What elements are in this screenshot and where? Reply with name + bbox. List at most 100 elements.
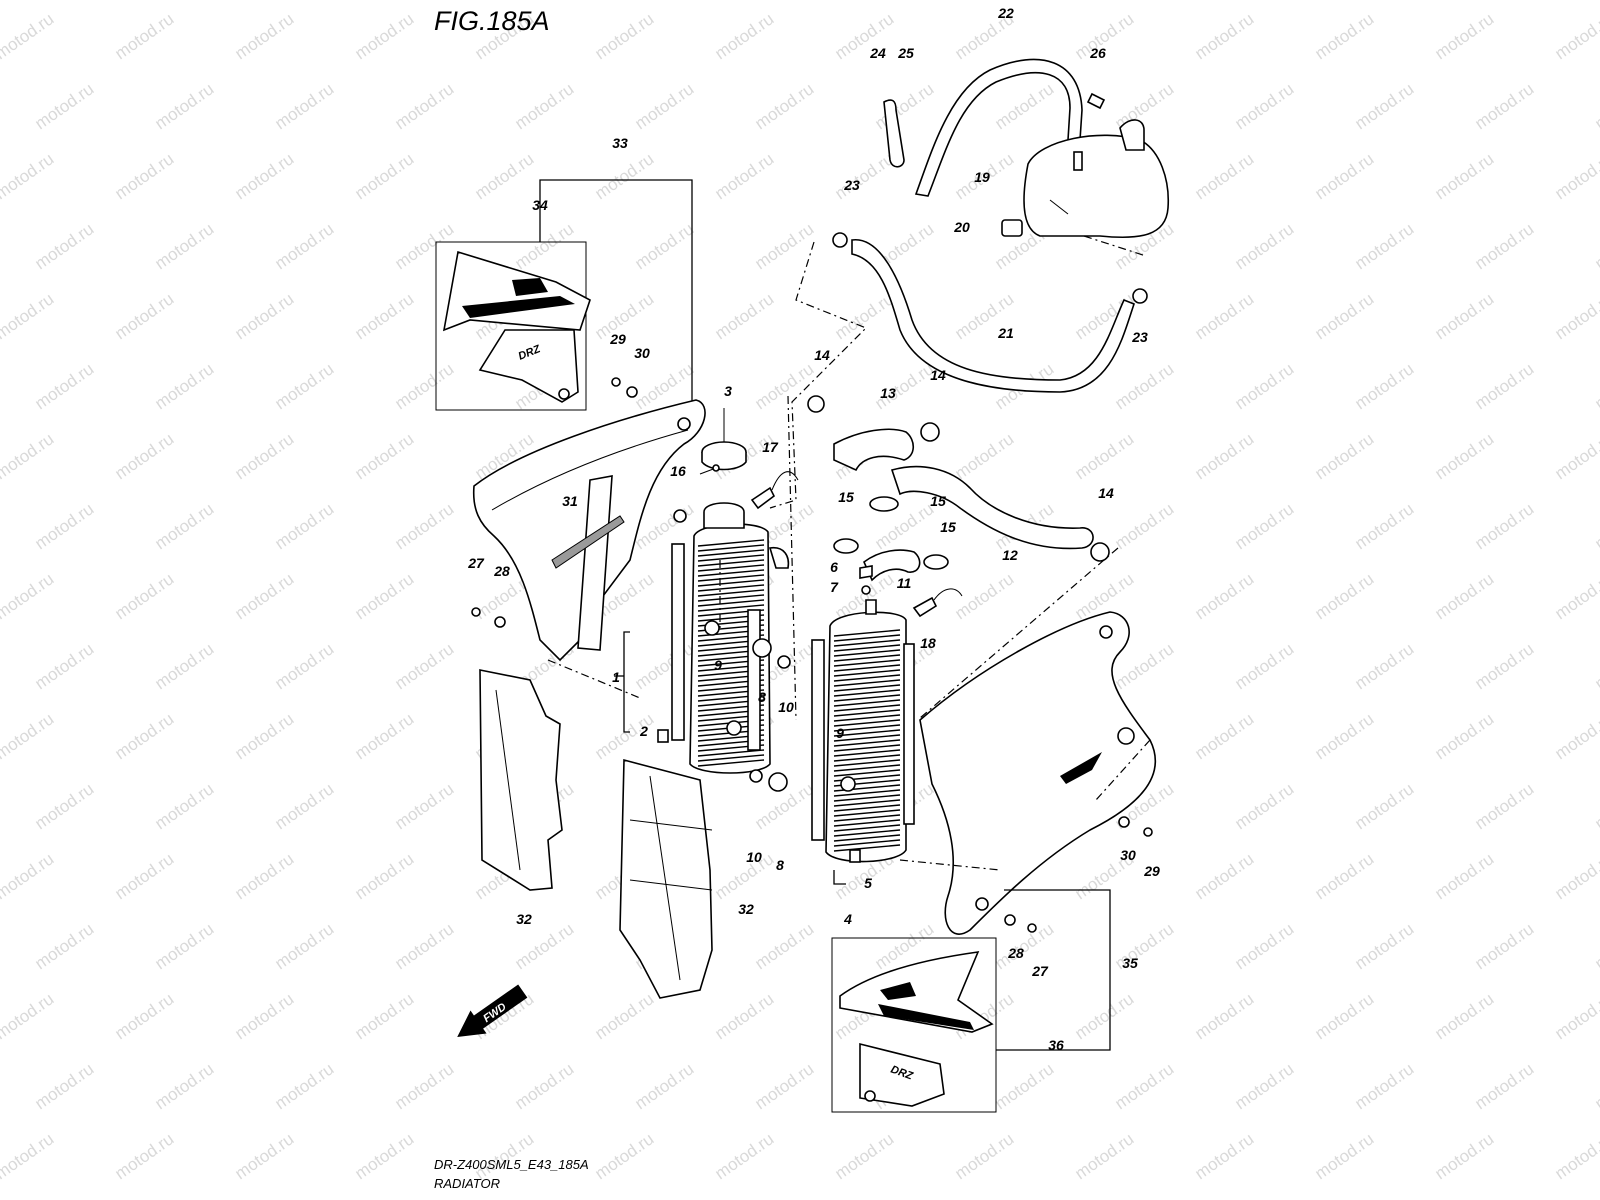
watermark-text: motod.ru (151, 1059, 217, 1113)
callout-c27b: 27 (1031, 963, 1049, 979)
watermark-text: motod.ru (1471, 79, 1537, 133)
watermark-text: motod.ru (1591, 919, 1600, 973)
watermark-text: motod.ru (1231, 79, 1297, 133)
watermark-text: motod.ru (1191, 849, 1257, 903)
radiator-fin (833, 809, 901, 817)
watermark-text: motod.ru (31, 359, 97, 413)
watermark-text: motod.ru (1591, 499, 1600, 553)
watermark-text: motod.ru (1431, 1129, 1497, 1183)
watermark-text: motod.ru (1231, 499, 1297, 553)
watermark-text: motod.ru (271, 779, 337, 833)
watermark-text: motod.ru (1431, 9, 1497, 63)
radiator-fin (833, 629, 901, 637)
watermark-text: motod.ru (1431, 989, 1497, 1043)
right-radiator (811, 599, 915, 863)
callout-c30a: 30 (634, 345, 650, 361)
leader-35 (996, 889, 1111, 1051)
figure-title: FIG.185A (434, 6, 550, 36)
callout-c12: 12 (1002, 547, 1018, 563)
watermark-text: motod.ru (1471, 1059, 1537, 1113)
callout-c18: 18 (920, 635, 936, 651)
watermark-text: motod.ru (1591, 79, 1600, 133)
right-radiator-shroud (919, 611, 1157, 935)
callout-c23a: 23 (843, 177, 860, 193)
watermark-text: motod.ru (271, 79, 337, 133)
watermark-text: motod.ru (511, 219, 577, 273)
watermark-text: motod.ru (151, 219, 217, 273)
callout-c13: 13 (880, 385, 896, 401)
watermark-text: motod.ru (0, 569, 57, 623)
radiator-fin (697, 604, 765, 612)
callout-c32a: 32 (516, 911, 532, 927)
watermark-text: motod.ru (391, 639, 457, 693)
callout-c34: 34 (532, 197, 548, 213)
lower-hose (890, 465, 1094, 550)
bypass-hose (863, 549, 921, 582)
radiator-fin (833, 799, 901, 807)
radiator-fin (833, 634, 901, 642)
radiator-fin (697, 539, 765, 547)
watermark-text: motod.ru (1071, 989, 1137, 1043)
watermark-text: motod.ru (1551, 709, 1600, 763)
watermark-text: motod.ru (1111, 1059, 1177, 1113)
watermark-text: motod.ru (1351, 499, 1417, 553)
callout-c25: 25 (897, 45, 914, 61)
radiator-fin (833, 729, 901, 737)
radiator-fin (833, 829, 901, 837)
callout-c8b: 8 (776, 857, 784, 873)
watermark-text: motod.ru (1351, 639, 1417, 693)
watermark-text: motod.ru (1191, 429, 1257, 483)
radiator-fin (697, 569, 765, 577)
callout-c9a: 9 (714, 657, 722, 673)
radiator-fin (833, 739, 901, 747)
radiator-fin (833, 714, 901, 722)
watermark-text: motod.ru (231, 429, 297, 483)
watermark-text: motod.ru (591, 1129, 657, 1183)
watermark-text: motod.ru (111, 149, 177, 203)
callout-c20: 20 (953, 219, 970, 235)
radiator-fin (697, 749, 765, 757)
watermark-text: motod.ru (151, 79, 217, 133)
callout-c6: 6 (830, 559, 838, 575)
callout-c11: 11 (897, 575, 912, 591)
watermark-text: motod.ru (1231, 1059, 1297, 1113)
watermark-text: motod.ru (231, 989, 297, 1043)
watermark-text: motod.ru (511, 79, 577, 133)
watermark-text: motod.ru (1311, 149, 1377, 203)
watermark-text: motod.ru (391, 919, 457, 973)
watermark-text: motod.ru (31, 639, 97, 693)
temperature-sensor-right (912, 588, 963, 618)
callout-c10b: 10 (746, 849, 762, 865)
watermark-text: motod.ru (1551, 149, 1600, 203)
callout-c4: 4 (843, 911, 852, 927)
watermark-text: motod.ru (1311, 709, 1377, 763)
radiator-fin (833, 789, 901, 797)
radiator-fin (833, 839, 901, 847)
watermark-text: motod.ru (111, 569, 177, 623)
callout-c23b: 23 (1131, 329, 1148, 345)
callout-c14a: 14 (814, 347, 830, 363)
watermark-text: motod.ru (151, 639, 217, 693)
watermark-text: motod.ru (111, 989, 177, 1043)
watermark-text: motod.ru (1191, 989, 1257, 1043)
watermark-text: motod.ru (1431, 429, 1497, 483)
watermark-text: motod.ru (0, 989, 57, 1043)
watermark-text: motod.ru (1471, 499, 1537, 553)
watermark-text: motod.ru (351, 989, 417, 1043)
callout-c29a: 29 (609, 331, 626, 347)
callout-c36: 36 (1048, 1037, 1064, 1053)
callout-c2: 2 (639, 723, 648, 739)
watermark-text: motod.ru (711, 989, 777, 1043)
radiator-fin (833, 734, 901, 742)
radiator-fin (833, 749, 901, 757)
callout-c29b: 29 (1143, 863, 1160, 879)
radiator-fin (697, 584, 765, 592)
callout-c16: 16 (670, 463, 686, 479)
radiator-fin (697, 594, 765, 602)
watermark-text: motod.ru (31, 919, 97, 973)
watermark-text: motod.ru (1231, 219, 1297, 273)
watermark-text: motod.ru (231, 149, 297, 203)
watermark-text: motod.ru (1111, 79, 1177, 133)
radiator-fin (833, 724, 901, 732)
watermark-text: motod.ru (631, 639, 697, 693)
